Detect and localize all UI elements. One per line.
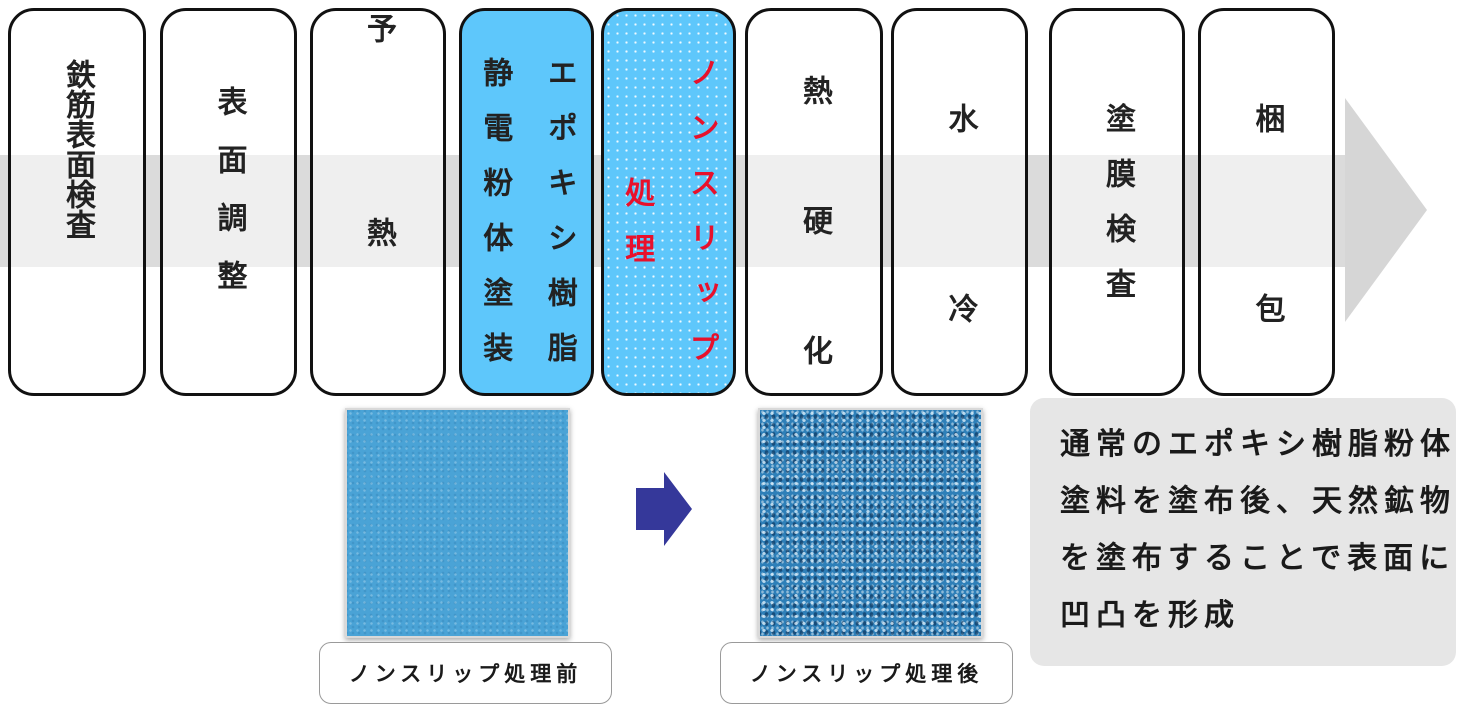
step-label-left: 処理 [619,177,655,289]
step-label: 塗膜検査 [1100,103,1135,323]
step-label: 熱硬化 [797,75,832,465]
before-after-arrow-icon [636,472,692,546]
nonslip-after-photo [758,408,983,638]
step-label-left: 静電粉体塗装 [477,57,513,387]
step-label-right: エポキシ樹脂 [541,57,577,387]
step-water-cooling: 水冷 [891,8,1028,483]
note-line: 塗料を塗布後、天然鉱物 [1060,484,1456,519]
step-packing: 梱包 [1198,8,1335,483]
step-label-right: ノンスリップ [683,57,719,387]
explanation-note: 通常のエポキシ樹脂粉体 塗料を塗布後、天然鉱物 を塗布することで表面に 凹凸を形… [1030,398,1456,666]
step-nonslip-treatment: 処理 ノンスリップ [601,8,736,396]
step-label: 予熱 [361,13,396,421]
step-preheating: 予熱 [310,8,446,421]
step-heat-curing: 熱硬化 [745,8,883,465]
note-line: 凹凸を形成 [1060,598,1240,633]
step-film-inspection: 塗膜検査 [1049,8,1185,396]
after-caption: ノンスリップ処理後 [720,642,1013,704]
step-label: 鉄筋表面検査 [60,59,95,239]
step-label: 表面調整 [211,86,247,318]
process-flow-arrow-head [1345,98,1427,322]
note-line: 通常のエポキシ樹脂粉体 [1060,427,1456,462]
step-surface-conditioning: 表面調整 [160,8,297,396]
before-caption: ノンスリップ処理前 [319,642,612,704]
step-epoxy-coating: 静電粉体塗装 エポキシ樹脂 [459,8,594,396]
note-line: を塗布することで表面に [1060,541,1456,576]
nonslip-before-photo [345,408,570,638]
step-rebar-surface-inspection: 鉄筋表面検査 [8,8,146,396]
